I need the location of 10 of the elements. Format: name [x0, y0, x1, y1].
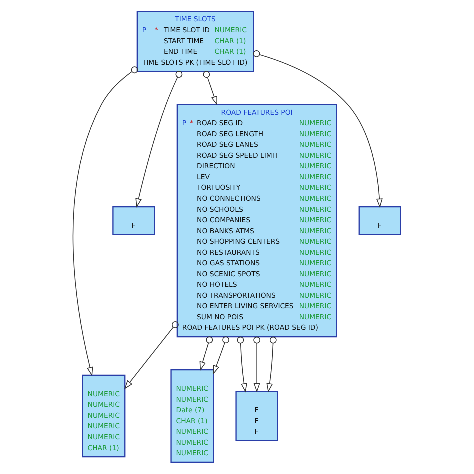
arrow: [254, 336, 261, 393]
arrow: [124, 321, 179, 390]
arrow: [266, 336, 277, 393]
arrow: [72, 66, 138, 376]
arrow: [213, 336, 230, 375]
arrow: [253, 50, 383, 208]
arrow: [237, 336, 248, 393]
arrow: [136, 71, 183, 208]
arrow: [203, 71, 218, 106]
arrow: [200, 336, 214, 372]
